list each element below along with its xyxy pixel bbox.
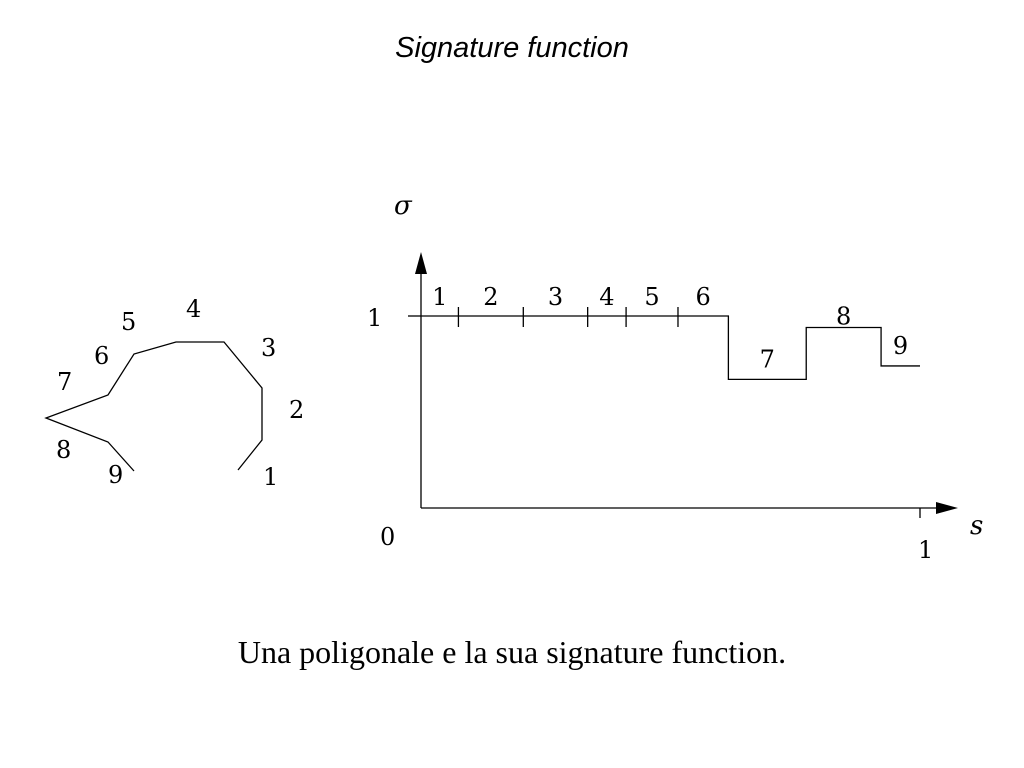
segment-label-7: 7 <box>760 345 775 373</box>
polygon-label-2: 2 <box>289 396 304 424</box>
segment-label-9: 9 <box>893 332 908 360</box>
polygon-label-9: 9 <box>108 461 123 489</box>
segment-label-1: 1 <box>432 283 447 311</box>
caption: Una poligonale e la sua signature functi… <box>237 634 787 670</box>
polygon-line <box>44 341 263 472</box>
polygon-label-4: 4 <box>186 295 201 323</box>
polygon-label-1: 1 <box>263 463 278 491</box>
polygon-label-8: 8 <box>56 436 71 464</box>
polygon-label-5: 5 <box>121 308 136 336</box>
polygon-label-6: 6 <box>94 342 109 370</box>
polygon-figure: 1 2 3 4 5 6 7 8 9 <box>44 295 304 491</box>
segment-label-3: 3 <box>548 283 563 311</box>
y-tick-label: 1 <box>367 304 382 332</box>
segment-label-8: 8 <box>836 303 851 331</box>
x-axis-arrow <box>936 502 958 514</box>
chart-marks: 1 2 3 4 5 6 7 8 9 <box>421 283 920 381</box>
slide-title: Signature function <box>395 32 629 64</box>
segment-label-2: 2 <box>483 283 498 311</box>
origin-label: 0 <box>380 523 395 551</box>
polygon-label-3: 3 <box>261 334 276 362</box>
x-axis-label: s <box>970 511 983 541</box>
segment-label-4: 4 <box>599 283 614 311</box>
y-axis-label: σ <box>394 191 413 221</box>
segment-label-5: 5 <box>644 283 659 311</box>
polygon-label-7: 7 <box>57 368 72 396</box>
signature-chart: σ s 0 1 1 1 2 3 4 5 6 7 8 9 <box>367 191 983 564</box>
segment-label-6: 6 <box>696 283 711 311</box>
y-axis-arrow <box>415 252 427 274</box>
x-tick-label: 1 <box>918 536 933 564</box>
